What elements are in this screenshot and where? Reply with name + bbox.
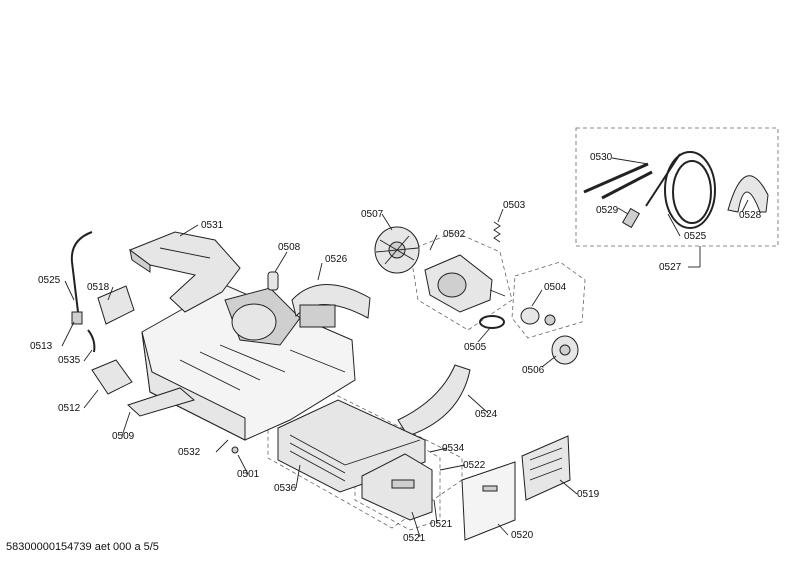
screw-part xyxy=(231,446,239,454)
fan-wheel-part xyxy=(374,226,420,274)
callout-0536: 0536 xyxy=(274,483,297,494)
door-cover-part xyxy=(461,461,516,541)
callout-0535: 0535 xyxy=(58,355,81,366)
callout-0527: 0527 xyxy=(659,262,682,273)
grille-cover-part xyxy=(521,435,571,501)
document-code: 58300000154739 aet 000 a 5/5 xyxy=(6,541,159,553)
callout-0526: 0526 xyxy=(325,254,348,265)
callout-0530: 0530 xyxy=(590,152,613,163)
callout-0501: 0501 xyxy=(237,469,260,480)
callout-0532: 0532 xyxy=(178,447,201,458)
callout-0506: 0506 xyxy=(522,365,545,376)
callout-0524: 0524 xyxy=(475,409,498,420)
callout-labels: 0531 0508 0526 0507 0502 0503 0530 0529 … xyxy=(30,152,762,544)
callout-0509: 0509 xyxy=(112,431,135,442)
callout-0534: 0534 xyxy=(442,443,465,454)
callout-0525-kit: 0525 xyxy=(684,231,707,242)
leader-lines xyxy=(61,157,749,538)
callout-0504: 0504 xyxy=(544,282,567,293)
bearing-part xyxy=(520,307,556,326)
callout-0522: 0522 xyxy=(463,460,486,471)
left-side-parts xyxy=(70,231,196,417)
callout-0528: 0528 xyxy=(739,210,762,221)
bearing-group-box xyxy=(511,261,586,339)
callout-0503: 0503 xyxy=(503,200,526,211)
drum-support-part xyxy=(291,284,371,328)
callout-0513: 0513 xyxy=(30,341,53,352)
motor-group-box xyxy=(409,231,513,331)
callout-0521-right: 0521 xyxy=(430,519,453,530)
accessory-kit-group-box xyxy=(575,127,779,247)
callout-0519: 0519 xyxy=(577,489,600,500)
spring-part xyxy=(493,221,501,243)
air-duct-part xyxy=(128,231,241,313)
callout-0531: 0531 xyxy=(201,220,224,231)
callout-0505: 0505 xyxy=(464,342,487,353)
belt-part xyxy=(479,315,505,329)
pulley-part xyxy=(551,335,579,365)
callout-0512: 0512 xyxy=(58,403,81,414)
filter-frame-part xyxy=(361,453,433,521)
callout-0529: 0529 xyxy=(596,205,619,216)
callout-0520: 0520 xyxy=(511,530,534,541)
motor-part xyxy=(424,254,506,313)
callout-0508: 0508 xyxy=(278,242,301,253)
accessory-kit-parts xyxy=(583,151,769,229)
callout-0518: 0518 xyxy=(87,282,110,293)
callout-0507: 0507 xyxy=(361,209,384,220)
curved-seal-part xyxy=(397,364,471,437)
callout-0502: 0502 xyxy=(443,229,466,240)
cylinder-part xyxy=(267,271,279,291)
callout-0521-bottom: 0521 xyxy=(403,533,426,544)
callout-0525: 0525 xyxy=(38,275,61,286)
